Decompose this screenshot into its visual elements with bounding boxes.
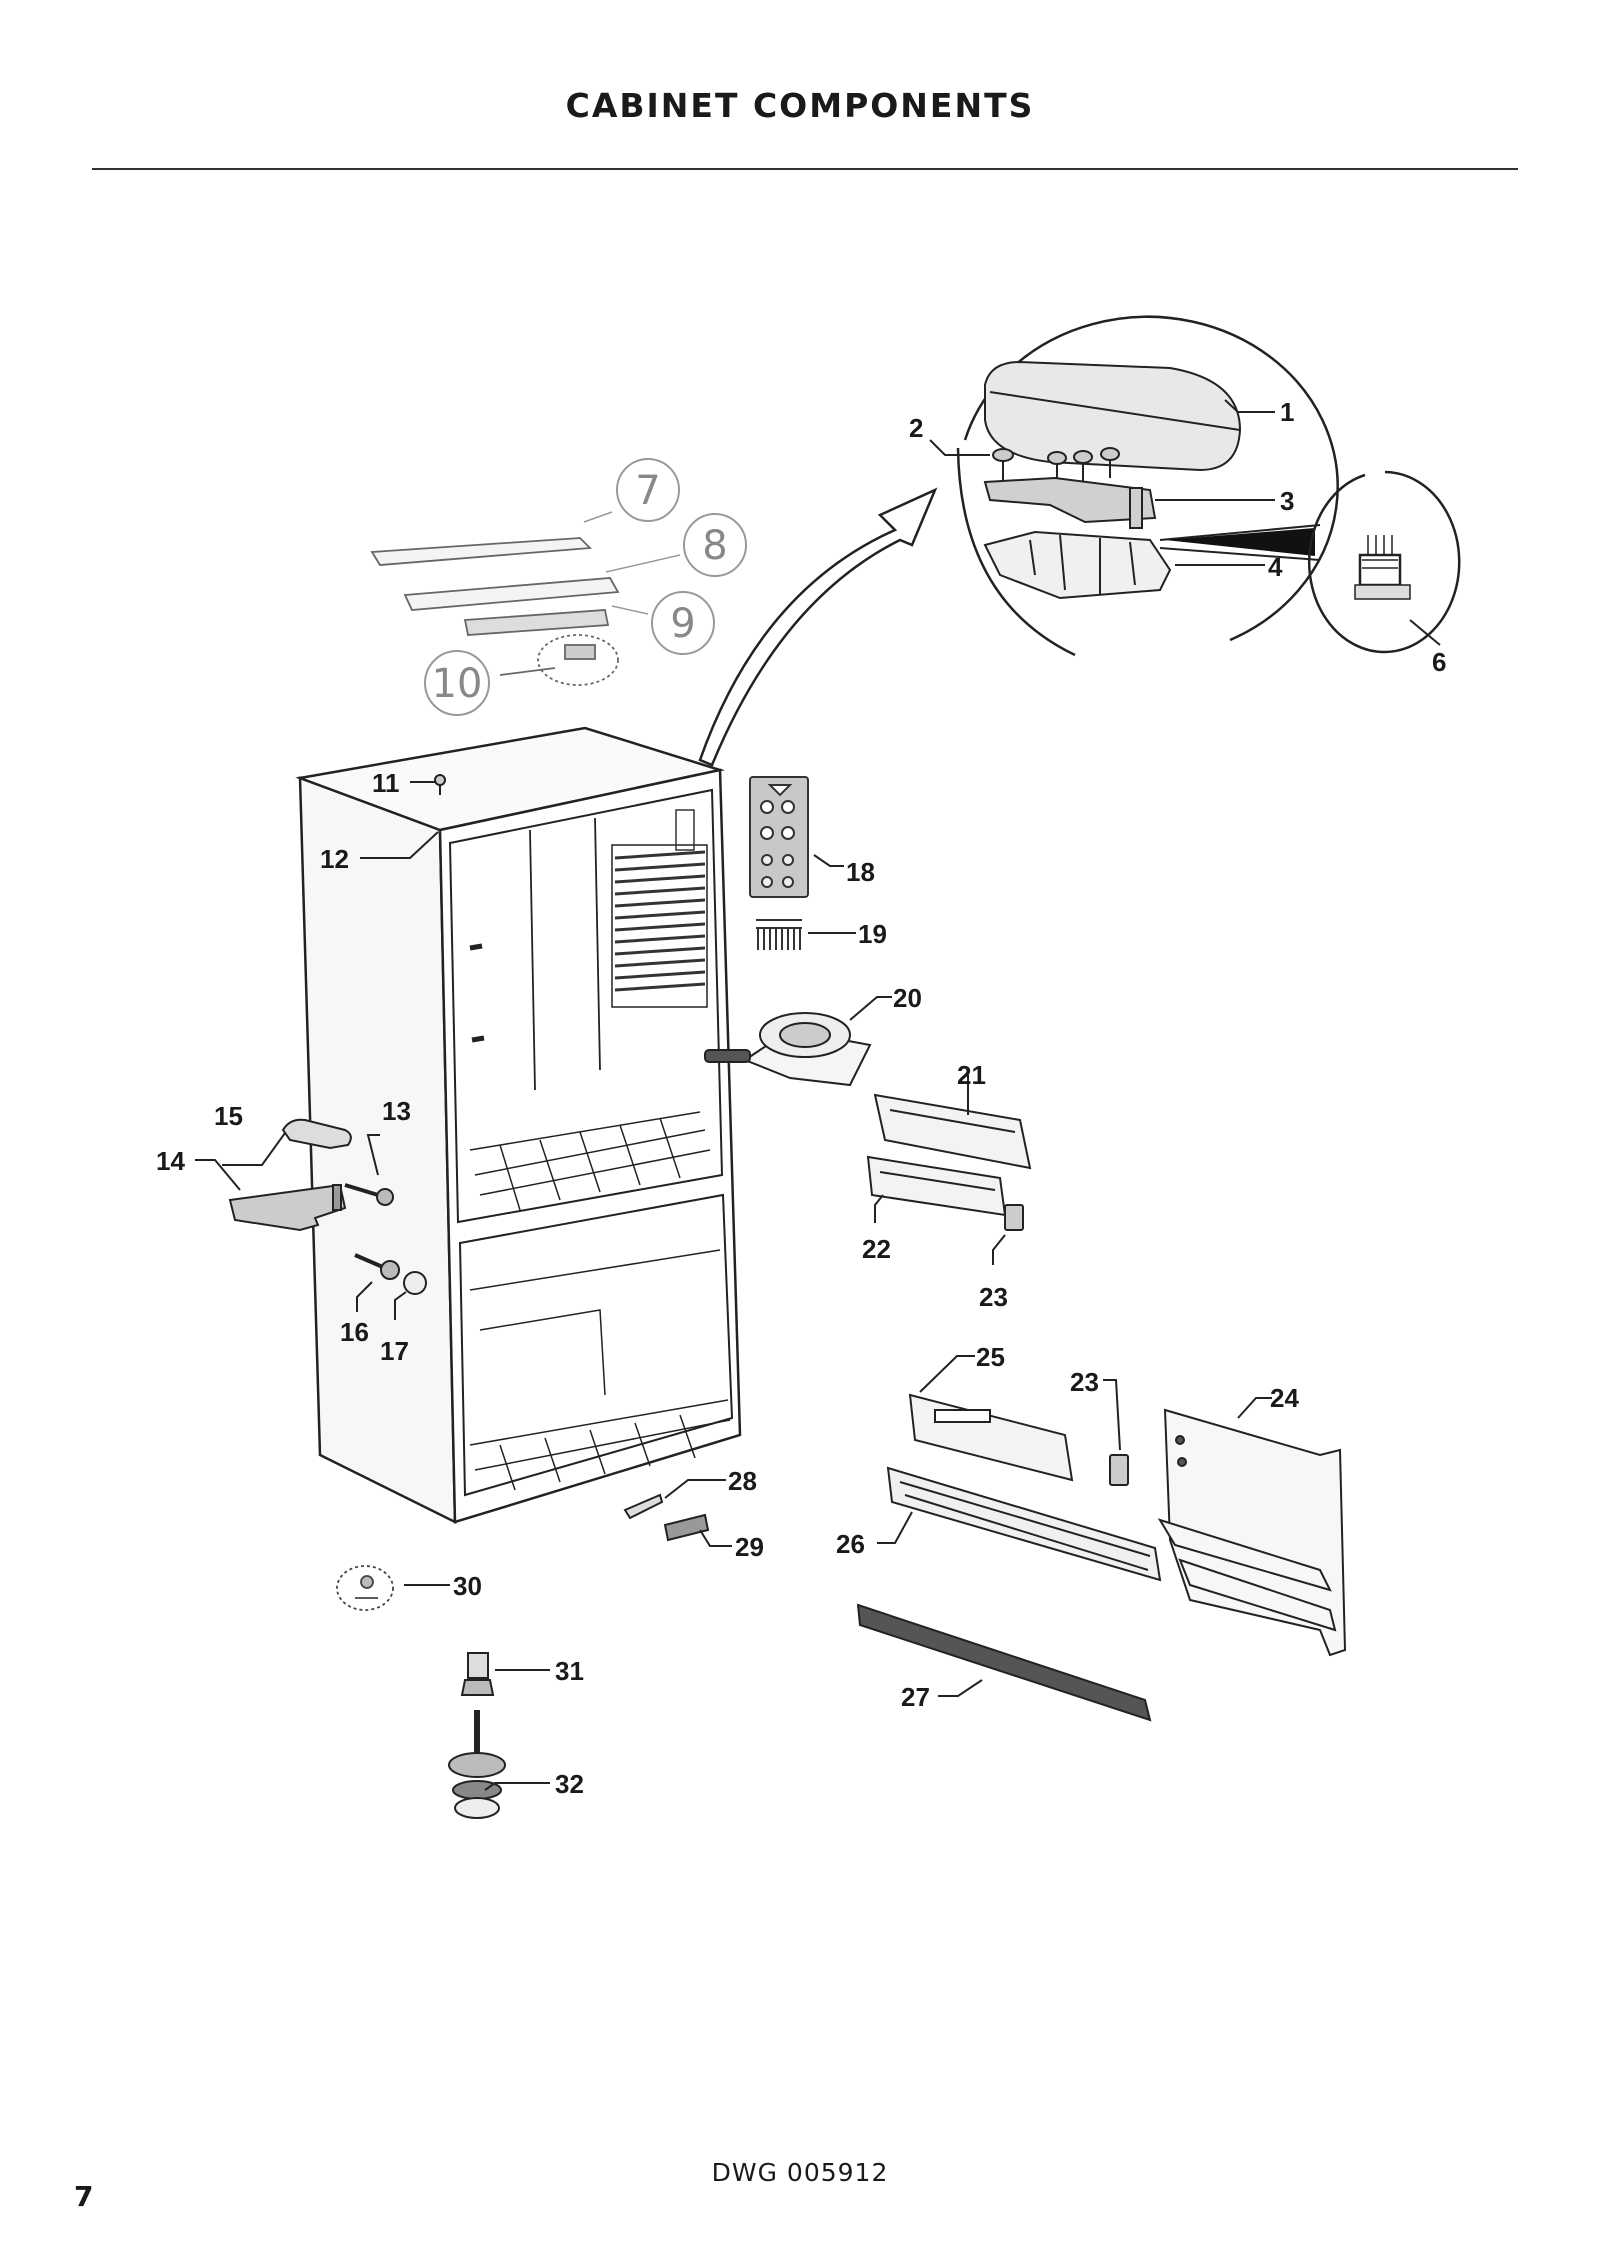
part-14-hinge xyxy=(228,1183,347,1232)
callout-18: 18 xyxy=(846,857,875,887)
callout-8: 8 xyxy=(702,523,727,569)
part-26-drawer-slide xyxy=(886,1466,1162,1582)
callout-25: 25 xyxy=(976,1342,1005,1372)
part-20-fan xyxy=(704,1012,872,1087)
callout-26: 26 xyxy=(836,1529,865,1559)
callout-11: 11 xyxy=(372,768,400,798)
callout-28: 28 xyxy=(728,1466,757,1496)
part-22-rail xyxy=(866,1155,1007,1217)
callout-6: 6 xyxy=(1432,647,1446,677)
parts-7-10-group xyxy=(370,511,681,686)
callout-15: 15 xyxy=(214,1101,243,1131)
circle-callouts xyxy=(424,458,747,716)
part-19-connector xyxy=(756,919,802,950)
callout-13: 13 xyxy=(382,1096,411,1126)
part-30-fastener xyxy=(336,1565,394,1611)
part-23-clip-a xyxy=(1004,1204,1024,1231)
callout-20: 20 xyxy=(893,983,922,1013)
callout-12: 12 xyxy=(320,844,349,874)
callout-2: 2 xyxy=(909,413,923,443)
callout-30: 30 xyxy=(453,1571,482,1601)
callout-24: 24 xyxy=(1270,1383,1299,1413)
callout-14: 14 xyxy=(156,1146,185,1176)
part-24-door-bracket xyxy=(1157,1408,1347,1657)
cabinet xyxy=(295,726,742,1525)
part-1-cover xyxy=(984,360,1242,472)
callout-9: 9 xyxy=(670,601,695,647)
page-title: CABINET COMPONENTS xyxy=(565,86,1035,125)
part-17-cap xyxy=(403,1271,427,1295)
part-21-rail xyxy=(873,1093,1032,1170)
callout-23-upper: 23 xyxy=(979,1282,1008,1312)
part-13-screw xyxy=(344,1183,394,1206)
part-29-strip xyxy=(663,1513,710,1542)
callout-22: 22 xyxy=(862,1234,891,1264)
callout-27: 27 xyxy=(901,1682,930,1712)
detail-bubble xyxy=(956,315,1339,657)
part-18-control-panel xyxy=(749,776,809,898)
evaporator-grille xyxy=(614,850,706,992)
part-4-housing xyxy=(983,530,1172,600)
callout-31: 31 xyxy=(555,1656,584,1686)
callout-32: 32 xyxy=(555,1769,584,1799)
callout-23-lower: 23 xyxy=(1070,1367,1099,1397)
callout-29: 29 xyxy=(735,1532,764,1562)
part-11-screw xyxy=(434,774,446,795)
leader-lines xyxy=(195,399,1441,1791)
callout-21: 21 xyxy=(957,1060,986,1090)
callout-16: 16 xyxy=(340,1317,369,1347)
cabinet-label-plate xyxy=(675,809,695,851)
callout-1: 1 xyxy=(1280,397,1294,427)
part-15-pin xyxy=(281,1118,352,1150)
callout-3: 3 xyxy=(1280,486,1294,516)
part-28-strip xyxy=(623,1493,664,1520)
callout-7: 7 xyxy=(635,468,660,514)
callout-4: 4 xyxy=(1268,552,1283,582)
part-32-leveling-leg xyxy=(448,1710,506,1819)
callout-19: 19 xyxy=(858,919,887,949)
detail-arrow xyxy=(698,487,938,767)
page-number: 7 xyxy=(74,2180,94,2213)
part-27-rack xyxy=(856,1603,1152,1722)
side-bubble xyxy=(1307,470,1461,654)
part-2-screws xyxy=(992,447,1120,482)
header-divider xyxy=(92,168,1518,170)
drawing-number: DWG 005912 xyxy=(711,2158,889,2187)
part-25-slide xyxy=(908,1393,1074,1482)
callout-10: 10 xyxy=(432,661,483,707)
part-23-clip-b xyxy=(1109,1454,1129,1486)
part-3-bracket xyxy=(983,476,1157,529)
part-16-screw xyxy=(354,1253,400,1280)
callout-17: 17 xyxy=(380,1336,409,1366)
part-31-bushing xyxy=(460,1652,495,1696)
